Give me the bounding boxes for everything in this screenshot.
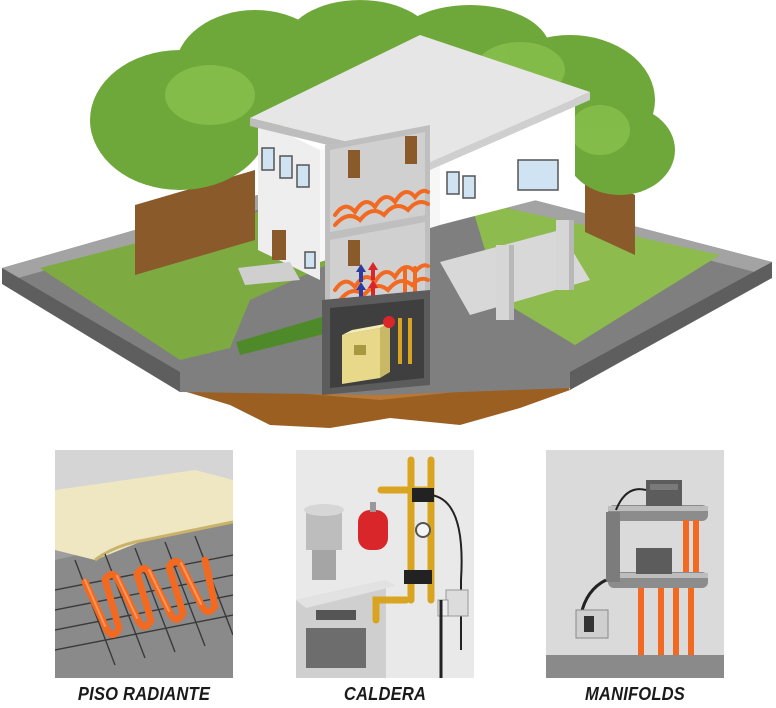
caption-manifolds: MANIFOLDS [584,684,686,704]
radiant-pipes-upper [333,188,430,227]
manifold-bars [606,505,708,588]
flue [306,510,342,550]
fence-left [135,170,255,275]
front-door [272,230,286,260]
boiler-unit [342,323,390,384]
radiant-floor-detail [55,450,233,678]
path-left [2,268,180,392]
flow-arrows [356,262,378,300]
path-right [570,262,772,390]
loop-pipes [638,520,699,655]
switch-box [445,589,469,617]
windows [261,147,559,269]
boiler-detail [296,450,474,678]
caption-piso-radiante: PISO RADIANTE [77,684,211,704]
column [496,245,510,320]
carport-floor [440,230,590,315]
roof [250,35,590,162]
caption-caldera: CALDERA [343,684,427,704]
manifold-detail [546,450,724,678]
house-cutaway-illustration [2,0,772,428]
actuator [646,480,682,506]
expansion-tank [358,502,388,550]
floor-topping [55,470,233,560]
